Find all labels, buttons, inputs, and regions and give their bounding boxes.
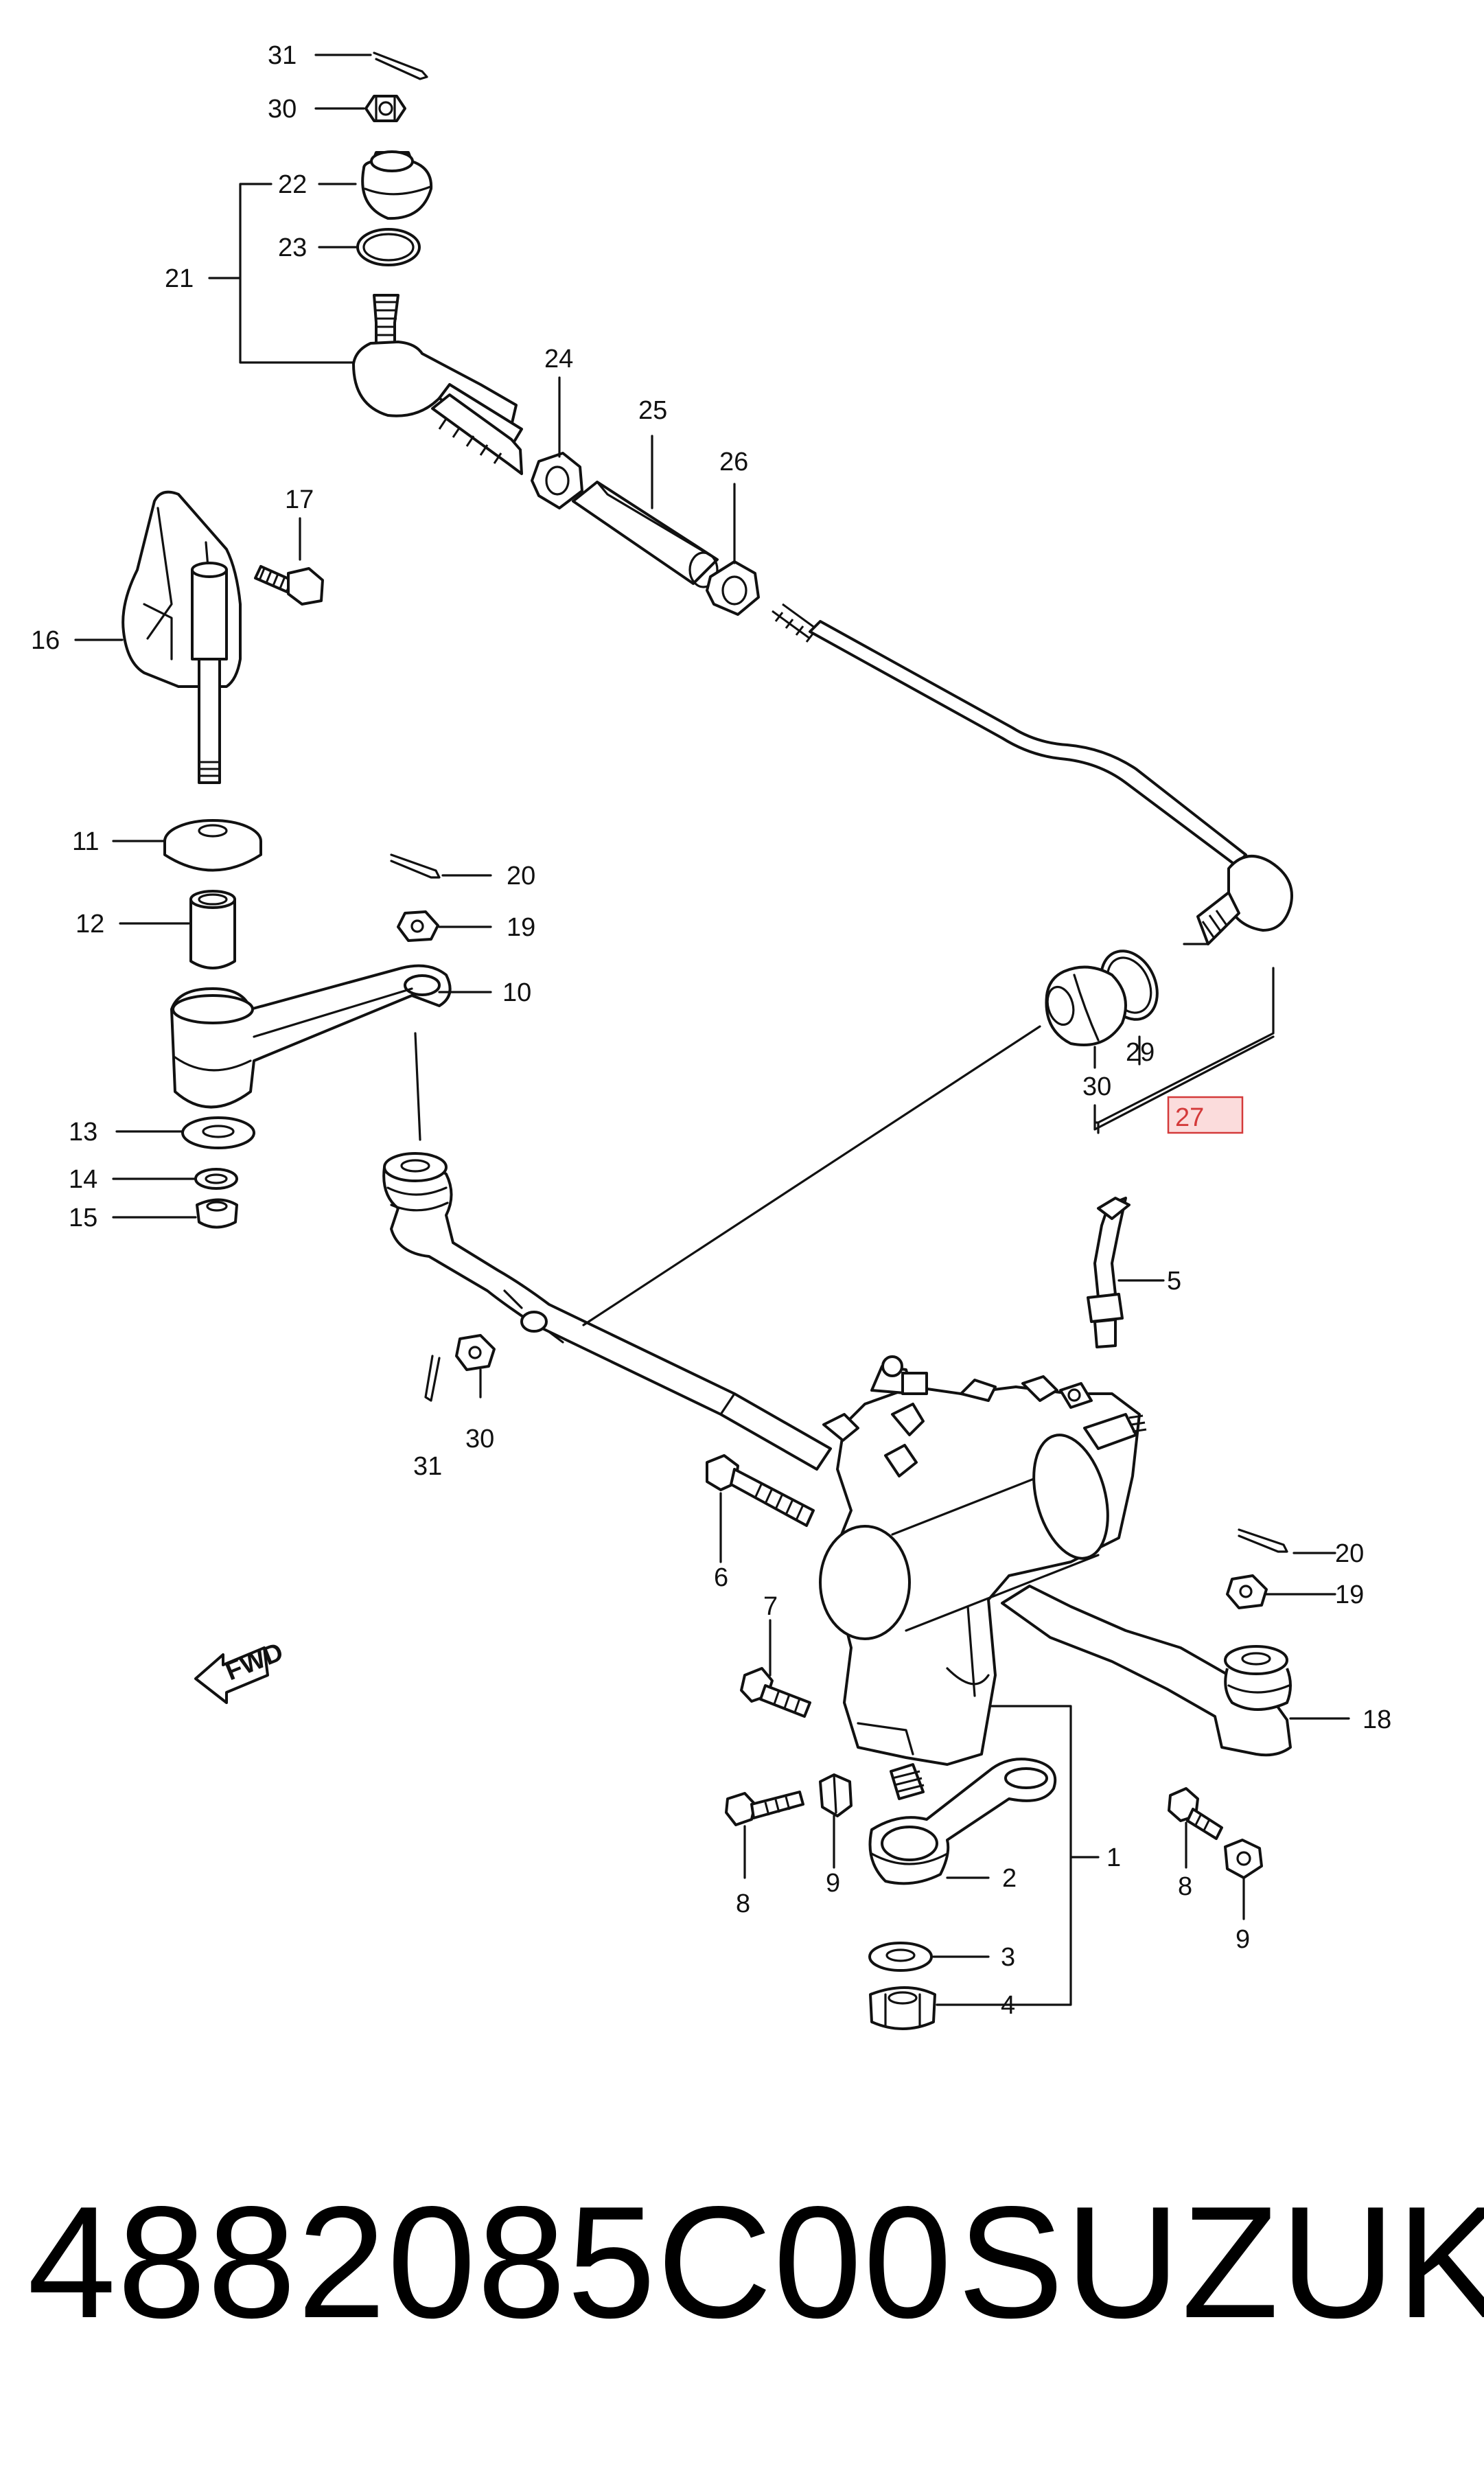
cotter-pin-20-right bbox=[1238, 1528, 1288, 1553]
forward-direction-marker: FWD bbox=[194, 1637, 288, 1704]
callout-6: 6 bbox=[714, 1563, 728, 1592]
callout-29: 29 bbox=[1126, 1038, 1155, 1067]
callout-4: 4 bbox=[1001, 1991, 1015, 2020]
washer-3 bbox=[868, 1942, 933, 1972]
castle-nut-30-bottom bbox=[455, 1334, 496, 1371]
callout-5: 5 bbox=[1167, 1267, 1181, 1296]
idler-arm-10 bbox=[170, 964, 452, 1109]
callout-19-left: 19 bbox=[507, 913, 535, 942]
callout-14: 14 bbox=[69, 1165, 97, 1194]
callout-9-right: 9 bbox=[1236, 1925, 1250, 1954]
callout-20-left: 20 bbox=[507, 862, 535, 890]
tie-rod-end-18 bbox=[1001, 1585, 1292, 1757]
callout-17: 17 bbox=[285, 485, 314, 514]
callout-labels: 31 30 22 23 21 24 25 26 17 16 11 12 20 1… bbox=[31, 41, 1391, 2020]
dust-boot-30 bbox=[1045, 965, 1127, 1046]
bushing-12 bbox=[189, 890, 236, 969]
steering-gearbox-1 bbox=[819, 1355, 1147, 1766]
idler-bracket-16 bbox=[121, 490, 242, 784]
bolt-7 bbox=[740, 1667, 811, 1718]
callout-18: 18 bbox=[1363, 1705, 1391, 1734]
callout-16: 16 bbox=[31, 626, 60, 655]
callout-31-bottom: 31 bbox=[413, 1452, 442, 1481]
bolt-8-right bbox=[1168, 1787, 1223, 1840]
callout-22: 22 bbox=[278, 170, 307, 199]
pitman-arm-2 bbox=[868, 1758, 1057, 1885]
callout-27: 27 bbox=[1175, 1103, 1204, 1132]
callout-21: 21 bbox=[165, 264, 194, 293]
callout-25: 25 bbox=[638, 396, 667, 425]
callout-9-left: 9 bbox=[826, 1869, 840, 1898]
lock-nut-26 bbox=[706, 560, 760, 616]
callout-26: 26 bbox=[719, 448, 748, 476]
brand-name: SUZUKI bbox=[958, 2174, 1484, 2351]
bolt-8-left bbox=[725, 1791, 804, 1826]
ring-23 bbox=[356, 228, 421, 266]
nut-4 bbox=[869, 1986, 936, 2030]
callout-10: 10 bbox=[502, 978, 531, 1007]
cotter-pin-31-bottom bbox=[424, 1355, 441, 1402]
cotter-pin-31-top bbox=[373, 51, 428, 80]
callout-30-bottom: 30 bbox=[465, 1425, 494, 1453]
callout-23: 23 bbox=[278, 233, 307, 262]
part-number: 4882085C00 bbox=[27, 2174, 953, 2351]
hose-5 bbox=[1087, 1197, 1131, 1348]
washer-13 bbox=[181, 1116, 255, 1149]
callout-13: 13 bbox=[69, 1118, 97, 1147]
callout-8-right: 8 bbox=[1178, 1872, 1192, 1901]
dust-boot-22 bbox=[361, 150, 433, 220]
callout-7: 7 bbox=[763, 1592, 778, 1621]
castle-nut-19-left bbox=[397, 910, 439, 942]
bushing-11 bbox=[163, 819, 262, 872]
callout-30-top: 30 bbox=[268, 95, 297, 124]
callout-11: 11 bbox=[72, 827, 99, 856]
bolt-6 bbox=[706, 1454, 815, 1527]
washer-14 bbox=[194, 1168, 238, 1190]
callout-1: 1 bbox=[1106, 1843, 1121, 1872]
tie-rod-end-21 bbox=[352, 294, 523, 475]
callout-20-right: 20 bbox=[1335, 1539, 1364, 1568]
leader-lines bbox=[74, 54, 1350, 2006]
callout-30-mid: 30 bbox=[1082, 1072, 1111, 1101]
castle-nut-30-top bbox=[364, 95, 406, 122]
castle-nut-19-right bbox=[1226, 1574, 1268, 1609]
callout-3: 3 bbox=[1001, 1943, 1015, 1972]
footer: 4882085C00 SUZUKI bbox=[0, 2170, 1484, 2376]
lock-nut-24 bbox=[531, 452, 583, 509]
cotter-pin-20-left bbox=[390, 853, 441, 879]
center-link bbox=[382, 1152, 832, 1471]
callout-15: 15 bbox=[69, 1204, 97, 1232]
callout-2: 2 bbox=[1002, 1864, 1017, 1893]
callout-24: 24 bbox=[544, 345, 573, 373]
nut-9-right bbox=[1224, 1839, 1263, 1879]
adjusting-sleeve-25 bbox=[572, 481, 719, 588]
nut-9-left bbox=[819, 1773, 853, 1817]
bolt-17 bbox=[254, 565, 324, 606]
tie-rod-27 bbox=[772, 603, 1293, 945]
steering-linkage-exploded-diagram: FWD bbox=[31, 41, 1391, 2030]
callout-12: 12 bbox=[76, 910, 104, 939]
highlight-box-27 bbox=[1167, 1096, 1244, 1134]
callout-31-top: 31 bbox=[268, 41, 297, 70]
callout-8-left: 8 bbox=[736, 1889, 750, 1918]
nut-15 bbox=[196, 1198, 238, 1229]
callout-19-right: 19 bbox=[1335, 1580, 1364, 1609]
